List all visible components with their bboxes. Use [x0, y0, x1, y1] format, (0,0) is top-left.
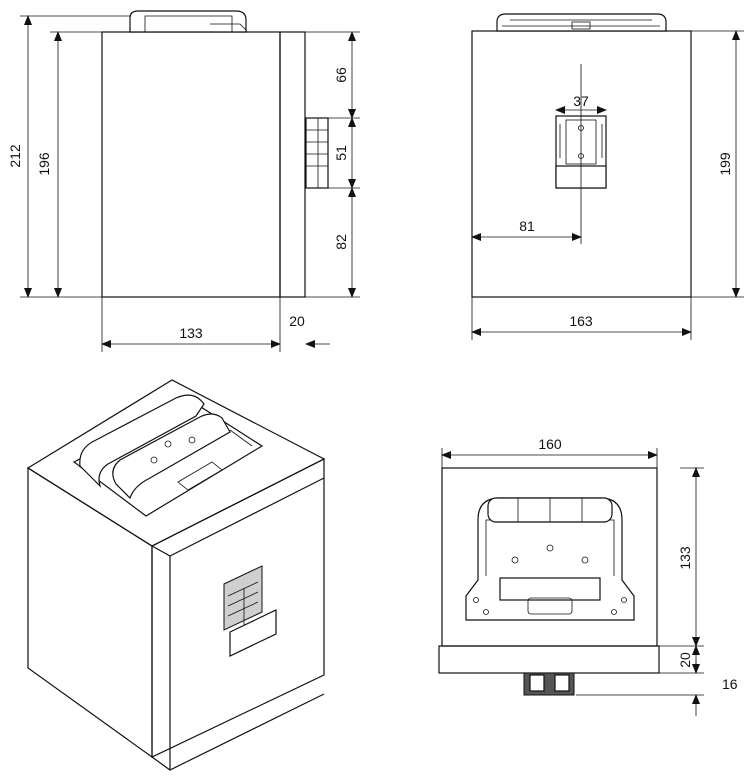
- front-view: 37 81 199 163: [471, 13, 744, 340]
- dim-label-199: 199: [717, 152, 733, 176]
- iso-connector: [223, 565, 277, 657]
- dim-label-212: 212: [7, 144, 23, 168]
- dim-label-196: 196: [36, 152, 52, 176]
- dim-label-51: 51: [333, 145, 349, 161]
- front-handle: [496, 13, 667, 32]
- iso-left-face: [27, 466, 153, 759]
- iso-lid-edge: [169, 477, 325, 557]
- dim-label-16: 16: [722, 676, 738, 692]
- iso-right-face: [151, 458, 325, 758]
- dim-label-81: 81: [519, 218, 535, 234]
- dim-label-20-top: 20: [677, 652, 693, 668]
- dim-label-160: 160: [538, 436, 562, 452]
- iso-handle: [72, 394, 264, 517]
- top-view: 160 133 20 16: [438, 436, 738, 716]
- front-connector: [555, 64, 607, 244]
- dim-label-66: 66: [333, 67, 349, 83]
- side-body: [101, 31, 281, 298]
- iso-lid-edge: [151, 693, 325, 771]
- dim-label-163: 163: [569, 313, 593, 329]
- side-lid: [279, 31, 306, 298]
- dim-label-82: 82: [333, 234, 349, 250]
- top-handle: [465, 497, 635, 621]
- dim-label-20: 20: [289, 313, 305, 329]
- isometric-view: [26, 379, 326, 771]
- top-connector: [523, 672, 575, 696]
- side-connector: [305, 117, 329, 189]
- dim-label-37: 37: [573, 93, 589, 109]
- dim-label-133: 133: [179, 325, 203, 341]
- side-handle: [129, 10, 247, 33]
- dim-label-133-top: 133: [677, 546, 693, 570]
- top-lid: [438, 645, 660, 674]
- side-view: 212 196 66 51 82 133 20: [7, 10, 360, 352]
- iso-lid-edge: [151, 545, 171, 770]
